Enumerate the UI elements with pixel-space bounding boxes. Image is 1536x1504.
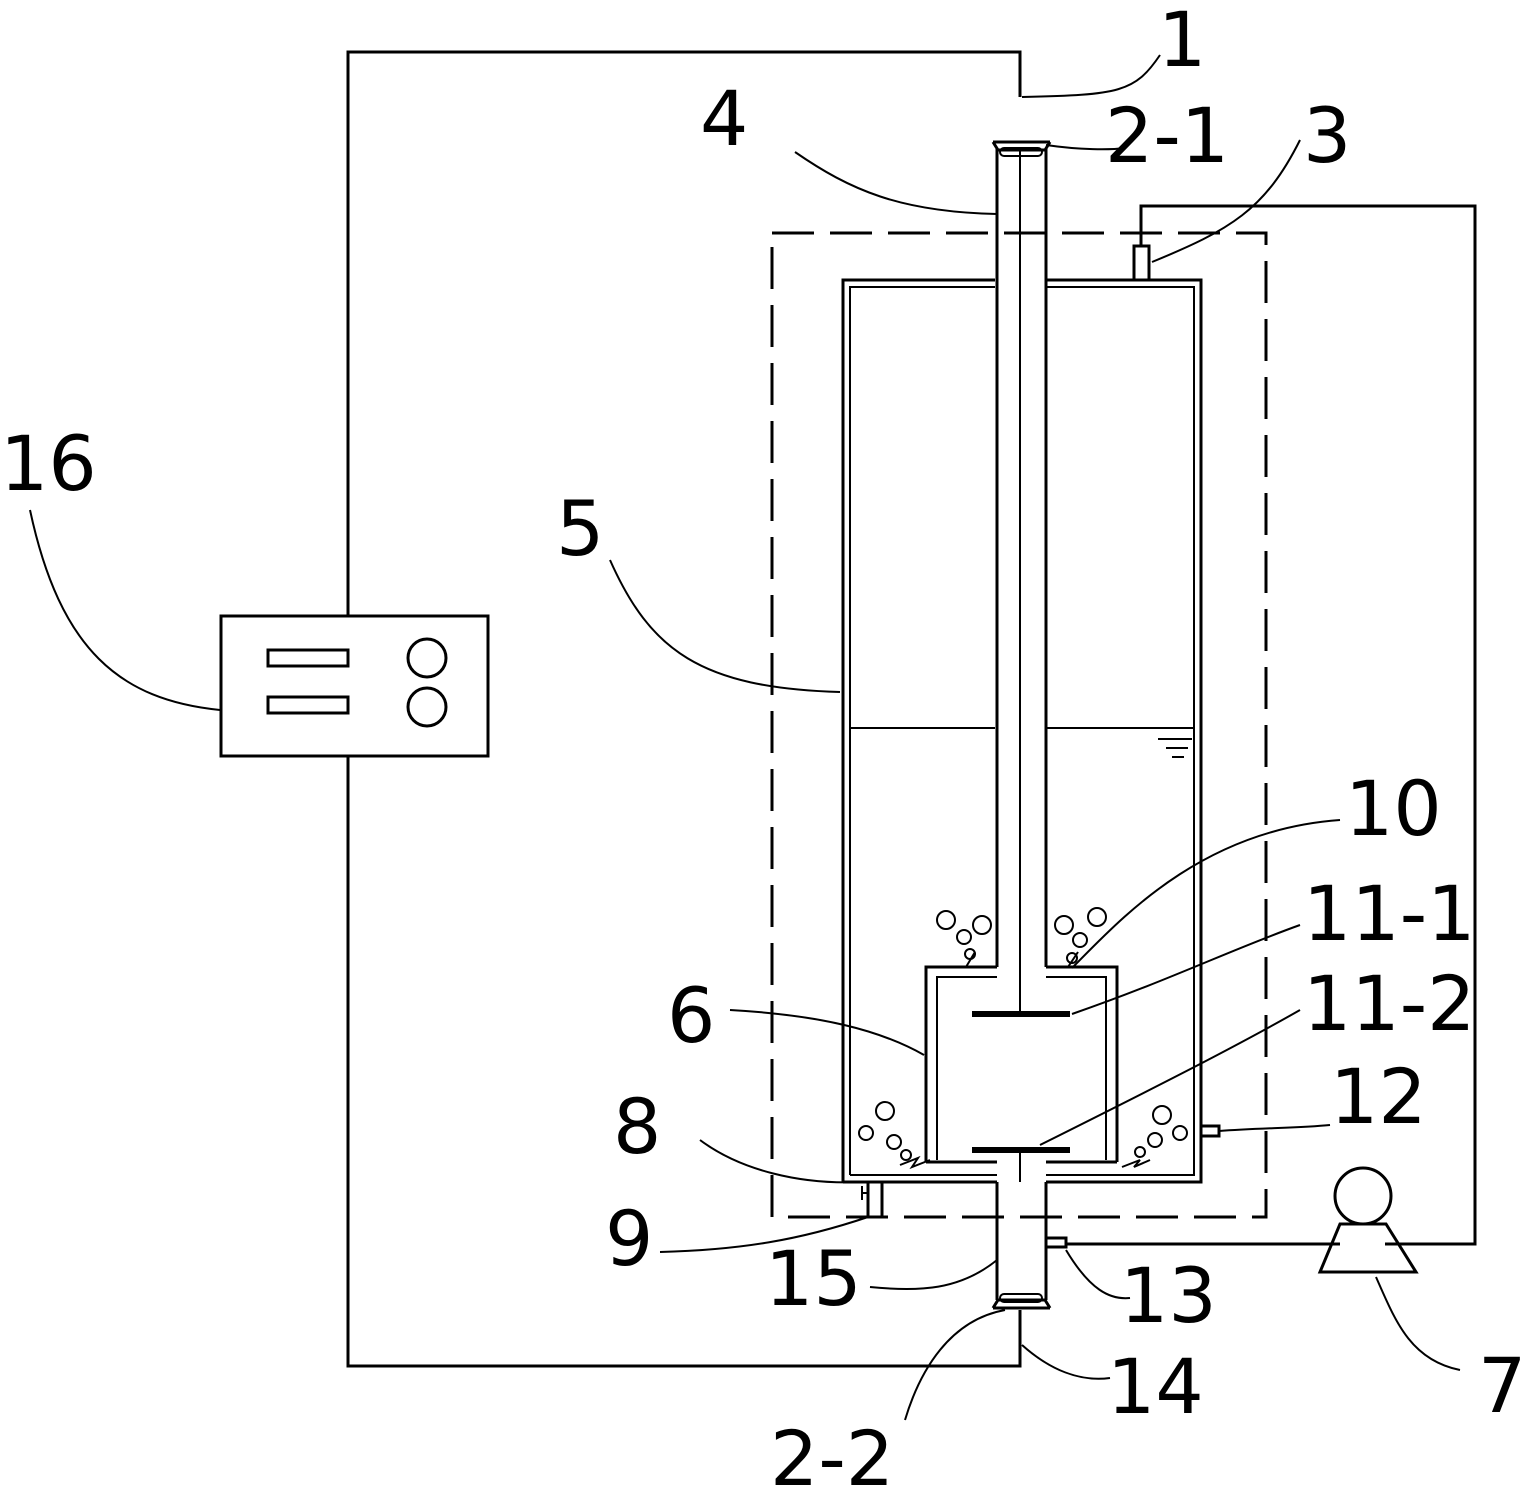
display-slot-top (266, 648, 350, 668)
bottom-side-port (1044, 1236, 1068, 1249)
label-13: 13 (1120, 1251, 1217, 1340)
knob-top (406, 637, 448, 679)
liquid-level (850, 727, 1194, 758)
label-8: 8 (613, 1082, 661, 1171)
label-11-1: 11-1 (1303, 869, 1475, 958)
bottom-tube (995, 1182, 1048, 1300)
display-slot-bottom (266, 695, 350, 715)
leader-lines (29, 54, 1461, 1421)
knob-bottom (406, 686, 448, 728)
label-16: 16 (0, 419, 97, 508)
outer-vessel (841, 278, 1203, 1184)
label-6: 6 (667, 971, 715, 1060)
label-10: 10 (1345, 764, 1442, 853)
pump (1317, 1166, 1419, 1274)
gas-bubbles (858, 907, 1188, 1170)
label-1: 1 (1158, 0, 1206, 84)
inner-cell (924, 965, 1119, 1164)
label-5: 5 (556, 484, 604, 573)
bottom-valve (861, 1180, 884, 1219)
control-box (219, 614, 490, 758)
label-14: 14 (1107, 1342, 1204, 1431)
top-cap (991, 140, 1052, 157)
label-9: 9 (605, 1194, 653, 1283)
circulation-loop (1066, 204, 1477, 1246)
label-15: 15 (765, 1234, 862, 1323)
label-4: 4 (700, 74, 748, 163)
label-2-1: 2-1 (1105, 91, 1229, 180)
outer-frame (346, 50, 1022, 1368)
vessel-side-port (1199, 1124, 1221, 1138)
label-3: 3 (1303, 91, 1351, 180)
central-tube (995, 148, 1048, 1014)
label-7: 7 (1478, 1341, 1526, 1430)
label-12: 12 (1330, 1052, 1427, 1141)
label-11-2: 11-2 (1303, 959, 1475, 1048)
label-2-2: 2-2 (770, 1414, 894, 1503)
top-port (1132, 244, 1151, 282)
bottom-cap (991, 1293, 1052, 1310)
